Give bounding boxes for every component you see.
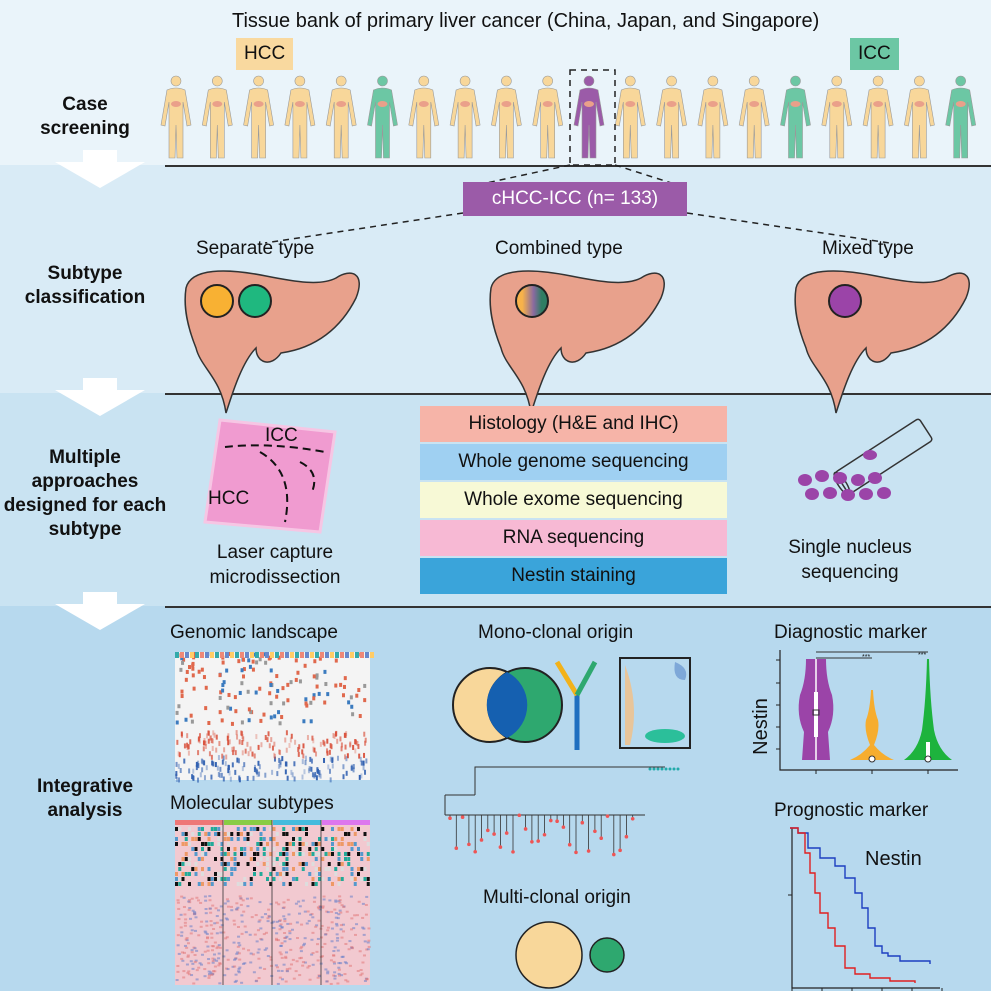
diagnostic-ylabel: Nestin <box>749 698 772 755</box>
patient-figure <box>614 75 646 159</box>
down-arrow-icon <box>55 592 145 630</box>
method-nestin-staining: Nestin staining <box>420 558 727 594</box>
liver-illustrations <box>184 270 970 414</box>
patient-figure <box>408 75 440 159</box>
patient-figure <box>821 75 853 159</box>
survival-curve <box>788 827 943 991</box>
subtype-label-mixed: Mixed type <box>822 238 914 259</box>
patient-figure <box>491 75 522 159</box>
patient-figure <box>449 75 481 159</box>
hcc-tag: HCC <box>236 38 294 70</box>
patient-figure <box>160 75 192 159</box>
patient-row <box>160 75 977 159</box>
patient-figure <box>367 75 398 159</box>
stage-label-integrative: Integrative analysis <box>36 776 134 821</box>
method-rnaseq: RNA sequencing <box>420 520 727 556</box>
violin-plot <box>776 650 958 774</box>
patient-figure <box>945 75 977 159</box>
patient-figure <box>573 75 605 159</box>
mono-clonal-title: Mono-clonal origin <box>478 622 634 643</box>
patient-figure <box>697 75 729 159</box>
subtype-label-separate: Separate type <box>196 238 315 259</box>
prognostic-label: Nestin <box>865 848 922 870</box>
method-histology: Histology (H&E and IHC) <box>420 406 727 442</box>
patient-figure <box>780 75 811 159</box>
patient-figure <box>862 75 894 159</box>
prognostic-marker-title: Prognostic marker <box>774 800 929 821</box>
phylogenetic-tree <box>444 766 680 857</box>
genomic-landscape-heatmap <box>175 652 374 783</box>
genomic-landscape-title: Genomic landscape <box>170 622 338 643</box>
stage-label-case-screening: Case screening <box>40 94 130 139</box>
lcm-region-hcc: HCC <box>208 488 250 509</box>
main-title: Tissue bank of primary liver cancer (Chi… <box>232 10 820 32</box>
patient-figure <box>243 75 274 159</box>
tissue-section-image <box>203 418 337 534</box>
patient-figure <box>904 75 935 159</box>
multi-clonal-circles <box>515 921 625 989</box>
cohort-label: cHCC-ICC (n= 133) <box>463 182 687 216</box>
significance-2: *** <box>918 652 927 659</box>
diagnostic-marker-title: Diagnostic marker <box>774 622 928 643</box>
patient-figure <box>532 75 564 159</box>
patient-figure <box>656 75 687 159</box>
subtype-label-combined: Combined type <box>495 238 623 259</box>
molecular-subtypes-heatmap <box>175 820 371 985</box>
divider <box>165 393 991 395</box>
patient-figure <box>201 75 233 159</box>
molecular-subtypes-title: Molecular subtypes <box>170 793 334 814</box>
band-case-screening <box>0 0 991 165</box>
nuclei-tube-icon <box>798 418 933 501</box>
significance-1: *** <box>862 654 871 661</box>
patient-figure <box>738 75 770 159</box>
multi-clonal-title: Multi-clonal origin <box>483 887 631 908</box>
down-arrow-icon <box>55 150 145 188</box>
patient-figure <box>325 75 357 159</box>
lcm-label: Laser capture microdissection <box>209 542 341 588</box>
mono-clonal-diagrams <box>452 657 691 750</box>
icc-tag: ICC <box>850 38 899 70</box>
method-wgs: Whole genome sequencing <box>420 444 727 480</box>
low-risk-curve <box>790 827 916 983</box>
lcm-region-icc: ICC <box>265 425 298 446</box>
method-wes: Whole exome sequencing <box>420 482 727 518</box>
stage-label-approaches: Multiple approaches designed for each su… <box>3 447 167 540</box>
high-risk-curve <box>790 827 931 964</box>
down-arrow-icon <box>55 378 145 416</box>
patient-figure <box>284 75 316 159</box>
snseq-label: Single nucleus sequencing <box>788 537 912 583</box>
divider <box>165 606 991 608</box>
stage-label-subtype: Subtype classification <box>24 263 146 308</box>
